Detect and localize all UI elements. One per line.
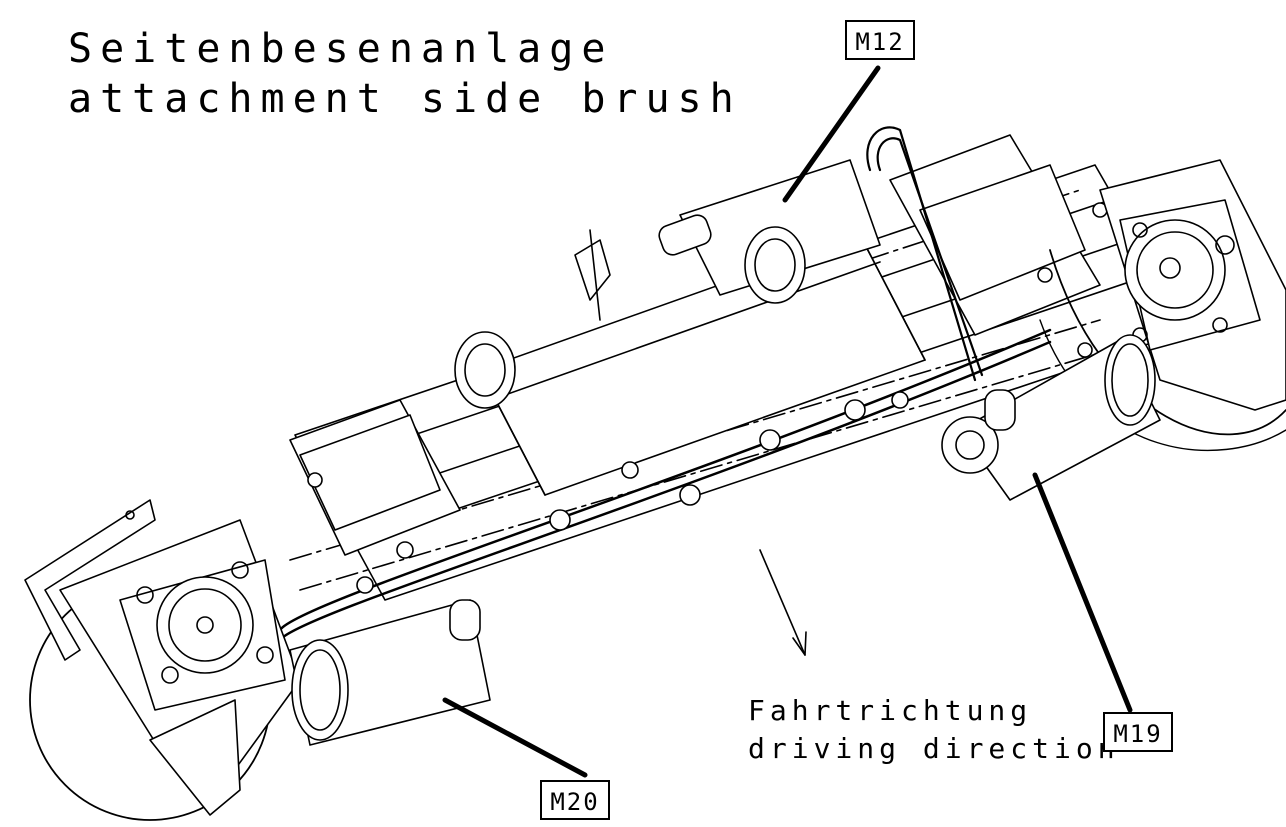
motor-m19 — [941, 334, 1161, 501]
callout-m19: M19 — [1103, 712, 1173, 752]
right-brush-assembly — [1039, 159, 1286, 452]
callout-m20: M20 — [540, 780, 610, 820]
callout-m12: M12 — [845, 20, 915, 60]
direction-label-english: driving direction — [748, 732, 1120, 765]
title-german: Seitenbesenanlage — [68, 26, 614, 72]
direction-label-german: Fahrtrichtung — [748, 694, 1033, 727]
leader-m20 — [442, 697, 588, 778]
left-brush-assembly — [24, 499, 301, 821]
fittings — [307, 202, 1108, 594]
left-brackets — [289, 399, 461, 556]
pulleys — [454, 226, 806, 409]
title-english: attachment side brush — [68, 76, 742, 122]
leader-lines — [442, 65, 1133, 778]
direction-arrow — [759, 549, 807, 656]
leader-m19 — [1032, 472, 1133, 713]
right-brackets — [658, 134, 1101, 336]
motor-m20 — [289, 599, 491, 746]
leader-m12 — [782, 65, 881, 203]
